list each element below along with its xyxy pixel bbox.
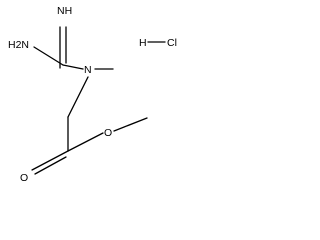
- salt-chlorine: Cl: [167, 37, 177, 49]
- atom-ester-o: O: [104, 127, 112, 139]
- bond-n-ch2: [67, 76, 89, 118]
- atom-amine-h2n: H2N: [8, 39, 29, 51]
- bond-c-n: [62, 64, 84, 70]
- atom-carbonyl-o: O: [20, 172, 28, 184]
- chemical-structure: NH H2N N O O H Cl: [8, 5, 177, 184]
- bond-c-o-double-2: [34, 156, 67, 175]
- bond-c-nh2: [33, 46, 64, 66]
- atom-labels: NH H2N N O O H Cl: [8, 5, 177, 184]
- bond-group: [31, 26, 166, 175]
- structure-canvas: NH H2N N O O H Cl: [0, 0, 193, 189]
- bond-c-oester: [67, 132, 104, 152]
- bond-o-methyl: [113, 117, 148, 132]
- atom-imine-nh: NH: [57, 5, 72, 17]
- bond-c-o-double-1: [31, 150, 69, 171]
- atom-n-methyl: N: [84, 64, 92, 76]
- salt-hydrogen: H: [139, 37, 147, 49]
